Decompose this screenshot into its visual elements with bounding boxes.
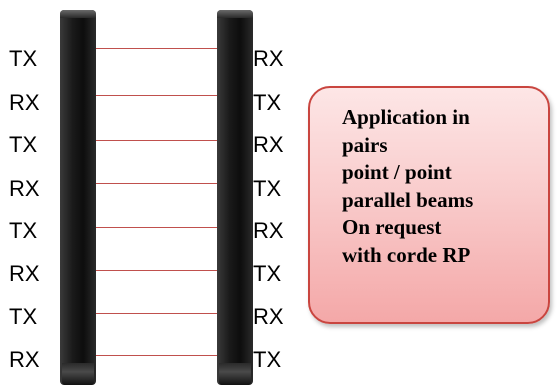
left-label: RX: [9, 347, 40, 372]
left-label: RX: [9, 90, 40, 115]
left-label: RX: [9, 261, 40, 286]
callout-line: pairs: [342, 132, 388, 157]
callout-line: with corde RP: [342, 242, 471, 267]
callout-line: point / point: [342, 160, 452, 184]
callout-line: Application in: [342, 105, 470, 129]
callout-line: parallel beams: [342, 187, 474, 212]
left-label: RX: [9, 176, 40, 201]
info-callout: Application in pairs point / point paral…: [308, 86, 550, 324]
beam-line: [96, 227, 217, 228]
left-label: TX: [9, 132, 38, 157]
right-label: TX: [253, 347, 282, 372]
left-transceiver-column: [60, 10, 96, 385]
right-label: RX: [253, 218, 284, 243]
beam-line: [96, 95, 217, 96]
beam-line: [96, 140, 217, 141]
callout-text: Application in pairs point / point paral…: [342, 104, 473, 269]
right-label: TX: [253, 90, 282, 115]
beam-line: [96, 48, 217, 49]
right-label: RX: [253, 304, 284, 329]
callout-line: On request: [342, 215, 442, 239]
beam-line: [96, 355, 217, 356]
beam-line: [96, 313, 217, 314]
right-transceiver-column: [217, 10, 253, 385]
right-label: TX: [253, 176, 282, 201]
left-label: TX: [9, 46, 38, 71]
right-label: TX: [253, 261, 282, 286]
left-label: TX: [9, 218, 38, 243]
beam-line: [96, 270, 217, 271]
right-label: RX: [253, 132, 284, 157]
left-label: TX: [9, 304, 38, 329]
right-label: RX: [253, 46, 284, 71]
beam-line: [96, 183, 217, 184]
